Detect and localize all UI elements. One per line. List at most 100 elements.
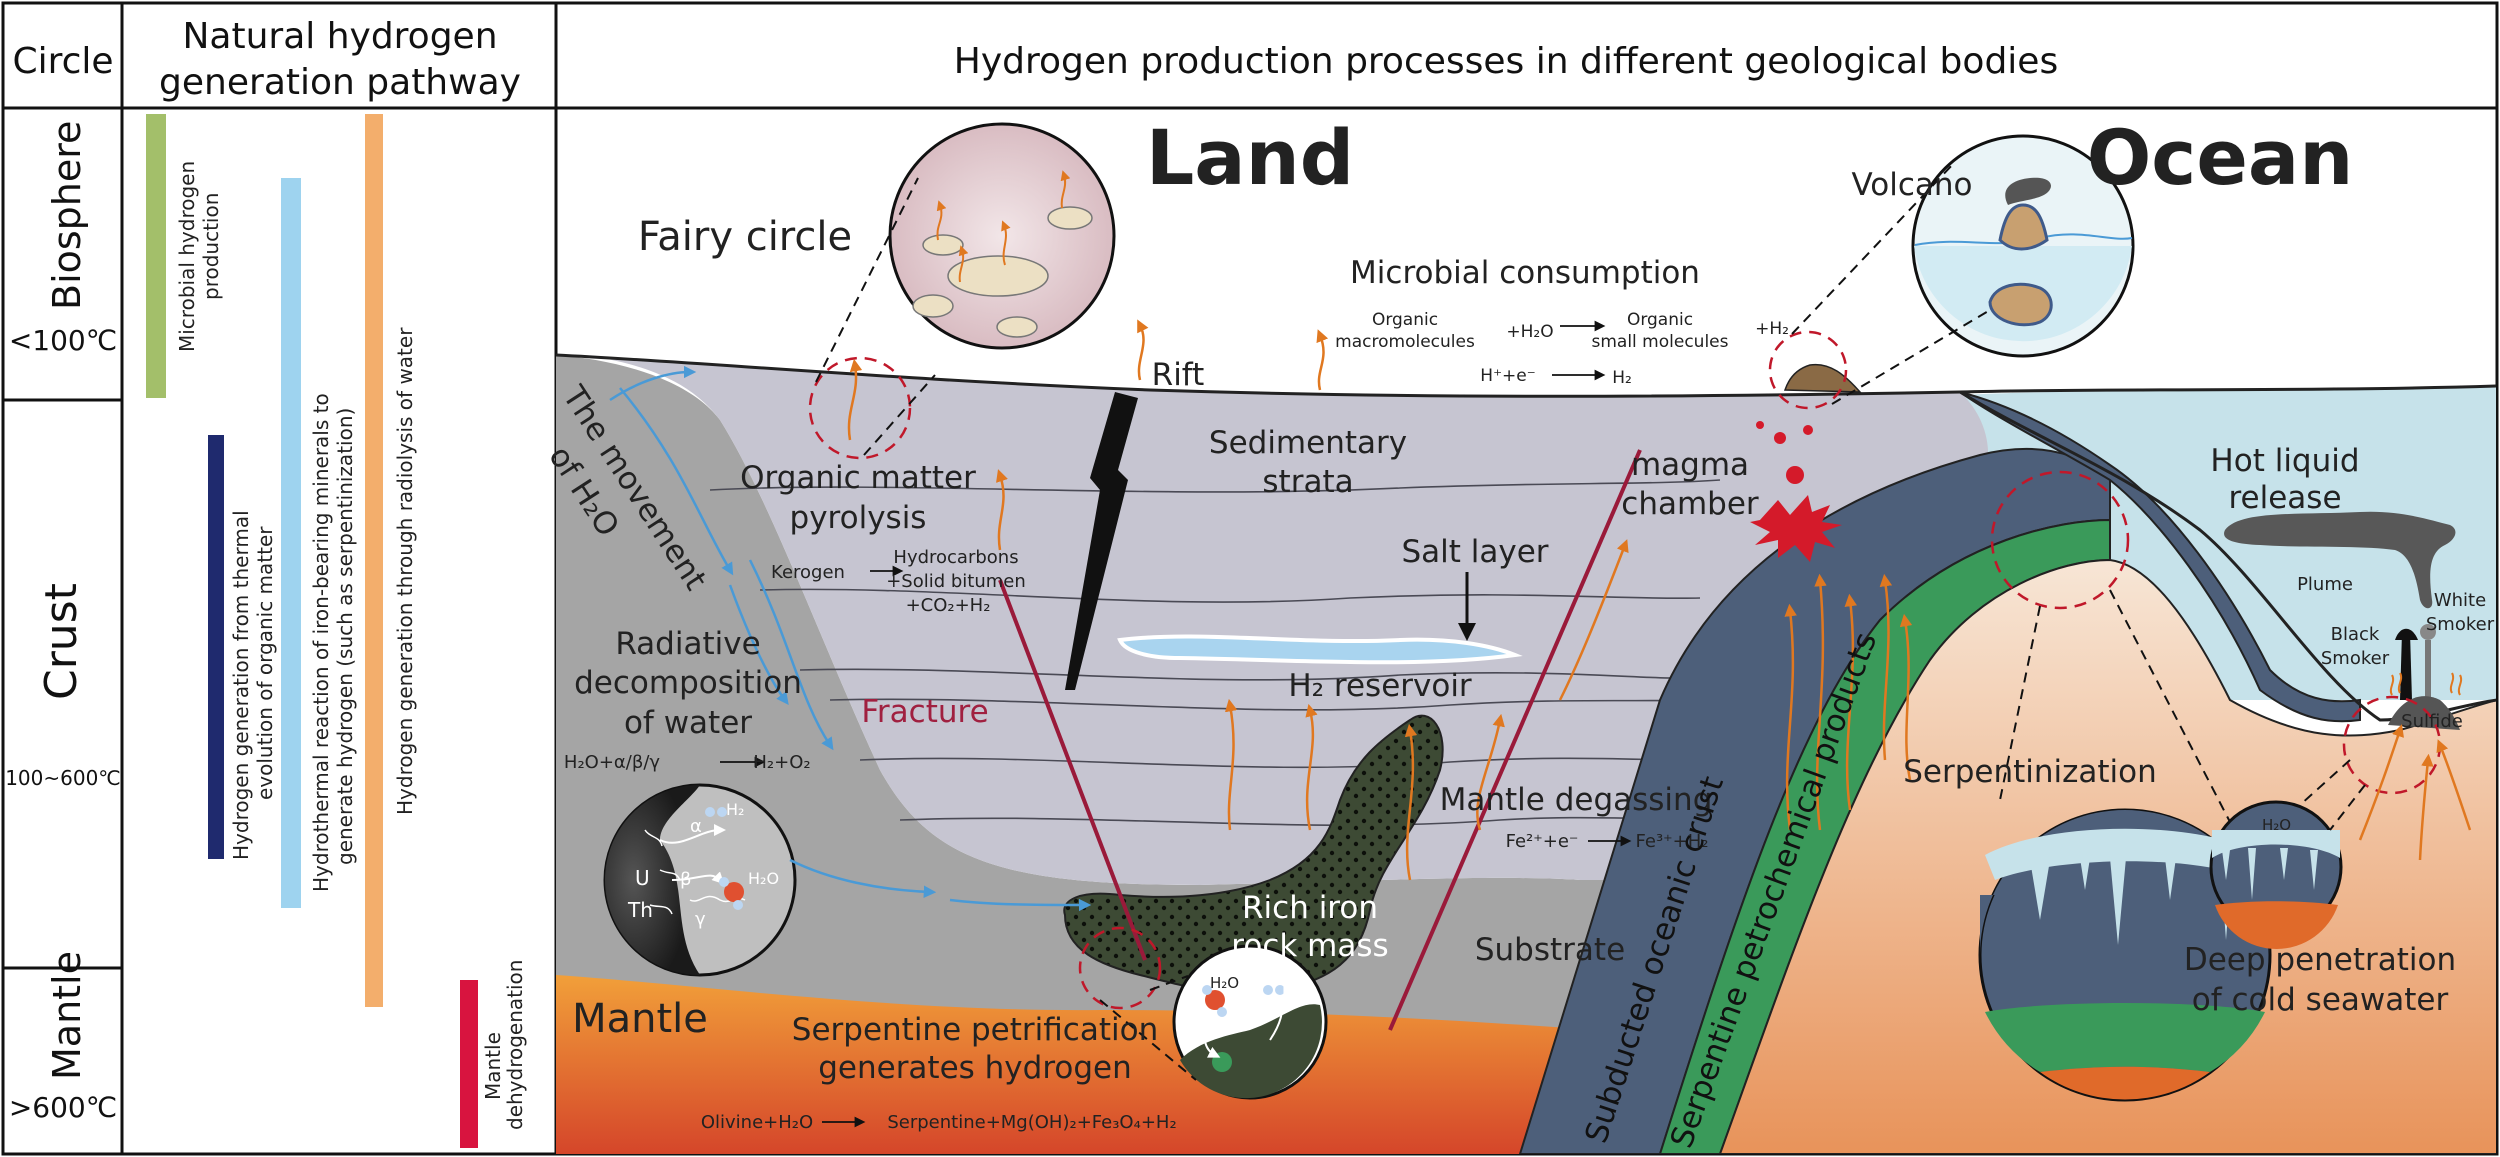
label-h2-reservoir: H₂ reservoir	[1288, 668, 1472, 704]
pathway-microbial-line1: Microbial hydrogen	[175, 161, 199, 352]
sphere-biosphere: Biosphere	[45, 121, 89, 310]
inset-radiolysis-h2o: H₂O	[748, 869, 779, 888]
label-hydrocarbons: Hydrocarbons	[893, 547, 1018, 568]
label-sedimentary-line2: strata	[1262, 464, 1353, 500]
bar-mantle	[460, 980, 478, 1148]
label-serp-petri-line2: generates hydrogen	[818, 1050, 1132, 1086]
inset-alpha: α	[690, 816, 702, 837]
header-pathway-line2: generation pathway	[159, 62, 521, 103]
bar-radiolysis	[365, 114, 383, 1007]
label-fairy-circle: Fairy circle	[638, 214, 852, 260]
inset-th: Th	[627, 898, 653, 922]
label-radiative-line2: decomposition	[574, 665, 802, 701]
label-serp-petri-line1: Serpentine petrification	[792, 1012, 1158, 1048]
label-kerogen: Kerogen	[771, 562, 845, 583]
label-deep-penetration-line1: Deep penetration	[2184, 942, 2456, 978]
inset-seawater-h2o: H₂O	[2262, 816, 2291, 834]
h2-migration-arrows	[847, 319, 2472, 881]
pathway-mantle-line1: Mantle	[481, 1032, 505, 1100]
plume	[2224, 511, 2456, 609]
volcano-inset	[1911, 134, 2135, 358]
header-processes: Hydrogen production processes in differe…	[954, 41, 2058, 82]
eq-proton-product: H₂	[1612, 368, 1632, 388]
eq-organic-b: macromolecules	[1335, 332, 1475, 352]
label-hot-liquid-line2: release	[2228, 480, 2341, 516]
label-white-smoker-line2: Smoker	[2426, 614, 2495, 635]
fracture-line-left	[998, 579, 1147, 961]
seawater-inset	[2209, 800, 2343, 949]
eq-radiolysis-left: H₂O+α/β/γ	[564, 752, 660, 773]
inset-u: U	[635, 866, 650, 890]
label-sulfide: Sulfide	[2401, 711, 2463, 732]
bar-hydrothermal	[281, 178, 301, 908]
pathway-hydrothermal-line1: Hydrothermal reaction of iron-bearing mi…	[309, 393, 333, 892]
label-rich-iron-line1: Rich iron	[1242, 890, 1378, 926]
label-ocean: Ocean	[2087, 113, 2354, 202]
eq-olivine-left: Olivine+H₂O	[701, 1112, 813, 1133]
label-hot-liquid-line1: Hot liquid	[2210, 443, 2359, 479]
eq-small-b: small molecules	[1592, 332, 1729, 352]
fracture-line-right	[1388, 449, 1642, 1031]
pathway-mantle-line2: dehydrogenation	[503, 960, 527, 1130]
water-arrows	[609, 365, 1092, 912]
label-microbial-consumption: Microbial consumption	[1350, 255, 1700, 291]
label-volcano: Volcano	[1851, 167, 1972, 203]
rift-crack	[1065, 392, 1138, 690]
label-organic-line2: pyrolysis	[790, 500, 927, 536]
label-rich-iron-line2: rock mass	[1231, 928, 1388, 964]
eq-plus-h2o: +H₂O	[1506, 322, 1553, 342]
inset-olivine-h2o: H₂O	[1210, 974, 1239, 992]
label-sedimentary-line1: Sedimentary	[1209, 425, 1407, 461]
label-mantle: Mantle	[572, 996, 708, 1042]
pathway-thermal-line1: Hydrogen generation from thermal	[229, 510, 253, 860]
salt-layer	[1117, 634, 1523, 665]
label-land: Land	[1146, 113, 1354, 202]
sphere-biosphere-temp: <100℃	[9, 324, 117, 357]
eq-plus-h2: +H₂	[1755, 319, 1789, 339]
radiolysis-inset	[603, 783, 797, 977]
label-black-smoker-line1: Black	[2331, 624, 2380, 645]
pathway-hydrothermal-line2: generate hydrogen (such as serpentinizat…	[333, 408, 357, 865]
eq-degassing-left: Fe²⁺+e⁻	[1506, 831, 1579, 852]
label-magma-line2: chamber	[1621, 486, 1759, 522]
serpentinization-inset	[1978, 808, 2272, 1102]
inset-olivine-h2: H₂	[1282, 982, 1299, 1000]
label-organic-line1: Organic matter	[740, 460, 976, 496]
substrate	[556, 355, 1640, 1030]
label-substrate: Substrate	[1475, 932, 1625, 968]
eq-proton: H⁺+e⁻	[1480, 366, 1535, 386]
bar-thermal	[208, 435, 224, 859]
sulfide-mound	[2388, 696, 2460, 730]
inset-gamma: γ	[695, 909, 706, 930]
label-black-smoker-line2: Smoker	[2321, 648, 2390, 669]
inset-beta: β	[680, 869, 692, 890]
pathway-radiolysis: Hydrogen generation through radiolysis o…	[393, 327, 417, 815]
olivine-inset	[1172, 944, 1328, 1100]
fairy-circle-inset	[888, 122, 1116, 350]
label-solid-bitumen: +Solid bitumen	[886, 571, 1026, 592]
sulfide-fluids	[2389, 672, 2463, 696]
pathway-microbial-line2: production	[199, 193, 223, 300]
bar-microbial	[146, 114, 166, 398]
eq-radiolysis-right: H₂+O₂	[753, 752, 810, 773]
label-fracture: Fracture	[861, 694, 988, 730]
header-pathway-line1: Natural hydrogen	[182, 16, 497, 57]
label-radiative-line1: Radiative	[615, 626, 760, 662]
inset-plusminus: +/-	[1185, 1032, 1202, 1045]
label-radiative-line3: of water	[624, 705, 752, 741]
eq-organic-a: Organic	[1372, 310, 1438, 330]
sphere-crust: Crust	[36, 583, 87, 700]
label-co2-h2: +CO₂+H₂	[906, 595, 991, 616]
volcano-cone	[1783, 363, 1862, 393]
label-deep-penetration-line2: of cold seawater	[2192, 982, 2449, 1018]
label-mantle-degassing: Mantle degassing	[1440, 782, 1713, 818]
header-circle: Circle	[12, 41, 113, 82]
label-serpentinization: Serpentinization	[1903, 754, 2157, 790]
inset-radiolysis-h2: H₂	[726, 800, 744, 819]
label-rift: Rift	[1152, 357, 1205, 393]
label-plume: Plume	[2297, 574, 2353, 595]
label-magma-line1: magma	[1631, 447, 1749, 483]
sphere-mantle-temp: >600℃	[9, 1091, 117, 1124]
eq-small-a: Organic	[1627, 310, 1693, 330]
